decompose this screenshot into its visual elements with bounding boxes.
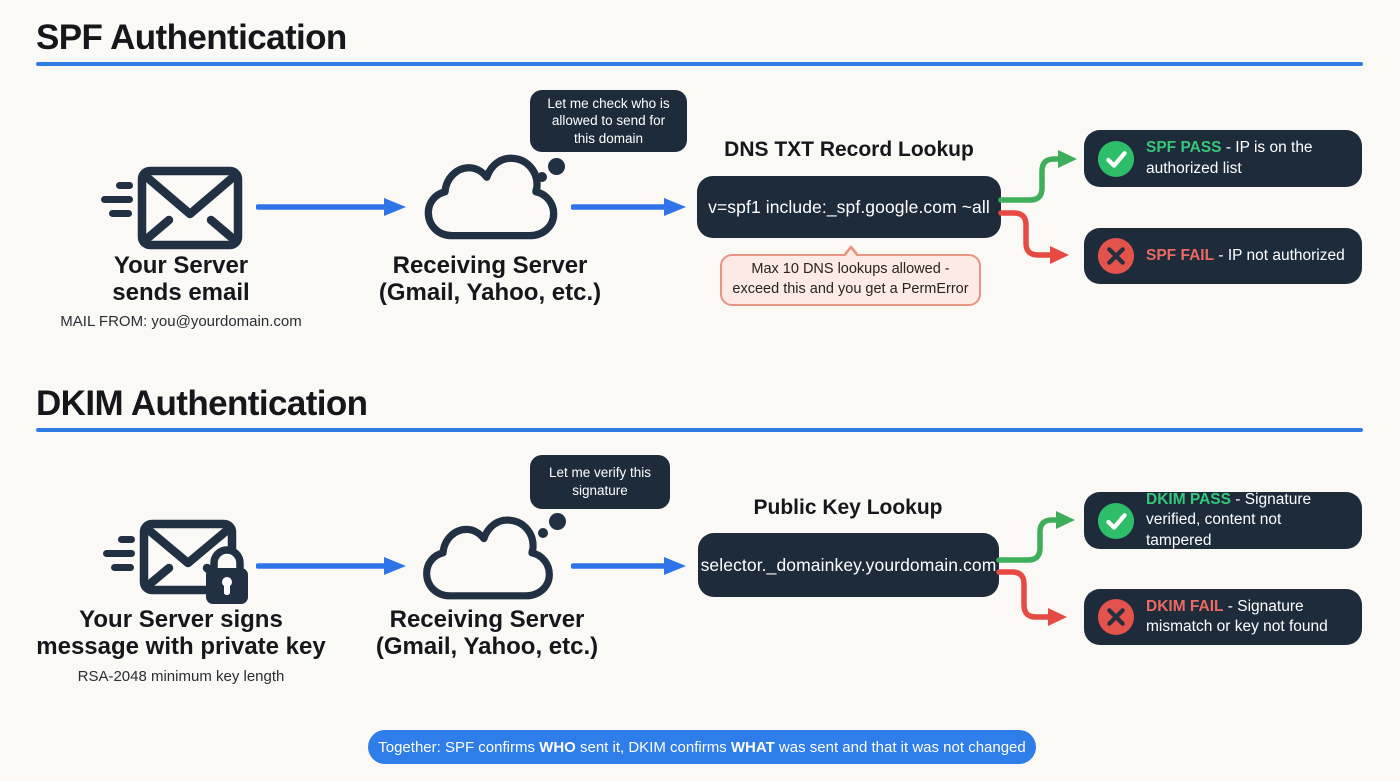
spf-sender-subtitle: MAIL FROM: you@yourdomain.com xyxy=(60,313,302,330)
cross-icon xyxy=(1097,598,1135,636)
dkim-fail-box: DKIM FAIL - Signature mismatch or key no… xyxy=(1084,589,1362,645)
dkim-sender-label: Your Server signs message with private k… xyxy=(36,606,326,661)
dkim-title-underline xyxy=(36,428,1363,432)
check-icon xyxy=(1097,502,1135,539)
flow-arrow-icon xyxy=(256,198,406,216)
cloud-server-icon xyxy=(423,516,553,600)
dkim-speech-bubble: Let me verify this signature xyxy=(530,455,670,509)
spf-pass-label: SPF PASS xyxy=(1146,139,1222,157)
summary-pill: Together: SPF confirms WHO sent it, DKIM… xyxy=(368,730,1036,764)
dkim-receiver-label: Receiving Server (Gmail, Yahoo, etc.) xyxy=(375,606,599,661)
spf-pass-box: SPF PASS - IP is on the authorized list xyxy=(1084,130,1362,187)
spf-record-box: v=spf1 include:_spf.google.com ~all xyxy=(697,176,1001,238)
thought-dot-icon xyxy=(549,513,566,530)
fail-arrowhead-icon xyxy=(1050,246,1069,264)
dkim-pass-box: DKIM PASS - Signature verified, content … xyxy=(1084,490,1362,549)
spf-lookup-title: DNS TXT Record Lookup xyxy=(724,138,974,161)
pass-arrowhead-icon xyxy=(1056,511,1075,529)
dkim-pass-text: DKIM PASS - Signature verified, content … xyxy=(1146,490,1312,549)
spf-fail-label: SPF FAIL xyxy=(1146,246,1215,264)
lock-icon xyxy=(206,546,248,604)
fail-arrowhead-icon xyxy=(1048,608,1067,626)
spf-fail-box: SPF FAIL - IP not authorized xyxy=(1084,228,1362,284)
dkim-section-title: DKIM Authentication xyxy=(36,384,368,423)
spf-receiver-label: Receiving Server (Gmail, Yahoo, etc.) xyxy=(378,252,602,307)
flow-arrow-icon xyxy=(256,557,406,575)
dkim-fail-label: DKIM FAIL xyxy=(1146,597,1224,615)
cross-icon xyxy=(1097,237,1135,275)
spf-section-title: SPF Authentication xyxy=(36,18,347,57)
pass-fail-arrows xyxy=(996,511,1075,626)
spf-title-underline xyxy=(36,62,1363,66)
dkim-lookup-title: Public Key Lookup xyxy=(753,496,943,519)
pass-fail-arrows xyxy=(998,150,1077,264)
thought-dot-icon xyxy=(538,528,548,538)
flow-arrow-icon xyxy=(571,557,686,575)
dkim-sender-subtitle: RSA-2048 minimum key length xyxy=(77,668,285,685)
spf-fail-text: SPF FAIL - IP not authorized xyxy=(1146,246,1345,264)
spf-lookup-warning-note: Max 10 DNS lookups allowed - exceed this… xyxy=(720,245,981,306)
email-send-icon xyxy=(101,166,243,250)
dkim-pass-label: DKIM PASS xyxy=(1146,490,1231,508)
flow-arrow-icon xyxy=(571,198,686,216)
thought-dot-icon xyxy=(548,158,565,175)
spf-speech-bubble: Let me check who is allowed to send for … xyxy=(530,90,687,152)
email-lock-icon xyxy=(103,519,248,604)
spf-pass-text: SPF PASS - IP is on the authorized list xyxy=(1146,139,1313,177)
spf-sender-label: Your Server sends email xyxy=(112,252,250,307)
dkim-fail-text: DKIM FAIL - Signature mismatch or key no… xyxy=(1146,597,1328,635)
check-icon xyxy=(1097,140,1135,177)
pass-arrowhead-icon xyxy=(1058,150,1077,168)
thought-dot-icon xyxy=(537,172,547,182)
dkim-record-box: selector._domainkey.yourdomain.com xyxy=(698,533,999,597)
cloud-server-icon xyxy=(424,154,558,240)
